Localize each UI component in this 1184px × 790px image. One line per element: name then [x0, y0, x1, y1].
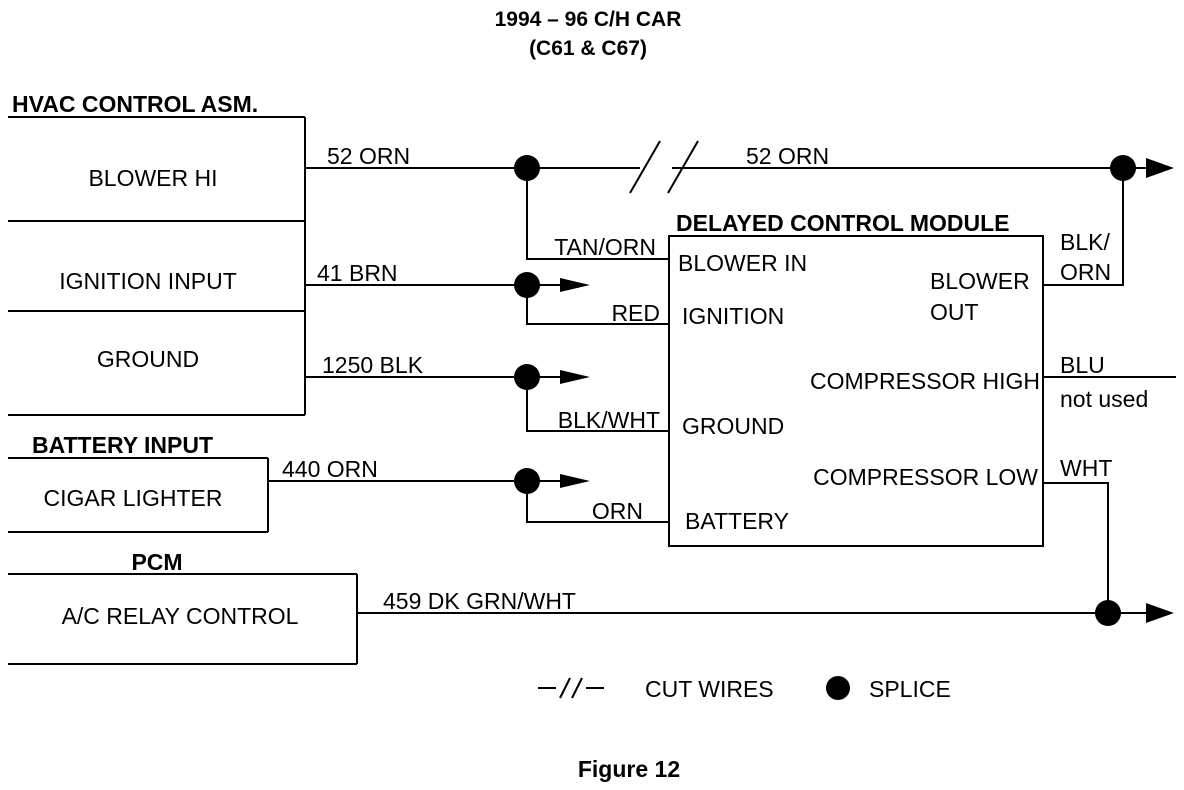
splice-dot — [1095, 600, 1121, 626]
wire-440-label: 440 ORN — [282, 456, 378, 482]
ignition-input-label: IGNITION INPUT — [59, 268, 237, 294]
module-ignition-label: IGNITION — [682, 303, 784, 329]
hvac-control-block — [8, 116, 306, 416]
splice-dot — [514, 364, 540, 390]
pcm-block — [8, 573, 358, 665]
ac-relay-label: A/C RELAY CONTROL — [62, 603, 299, 629]
wire-459-label: 459 DK GRN/WHT — [383, 588, 576, 614]
pcm-heading: PCM — [131, 549, 182, 575]
wire-blk-wht-label: BLK/WHT — [558, 407, 660, 433]
arrow-battery — [560, 474, 590, 488]
wire-41-label: 41 BRN — [317, 260, 398, 286]
diagram-title-line1: 1994 – 96 C/H CAR — [495, 8, 682, 31]
hvac-heading: HVAC CONTROL ASM. — [12, 91, 258, 117]
wire-blk-orn-label-1: BLK/ — [1060, 229, 1110, 255]
wire-lines — [268, 140, 1176, 614]
wire-52-right-label: 52 ORN — [746, 143, 829, 169]
wire-52-left-label: 52 ORN — [327, 143, 410, 169]
module-blower-out-label-1: BLOWER — [930, 268, 1030, 294]
cigar-lighter-label: CIGAR LIGHTER — [44, 485, 223, 511]
arrow-blower — [1146, 158, 1174, 178]
splice-dot — [1110, 155, 1136, 181]
splice-dot — [514, 468, 540, 494]
blower-hi-label: BLOWER HI — [88, 165, 217, 191]
wire-red-label: RED — [611, 300, 660, 326]
module-blower-out-label-2: OUT — [930, 299, 979, 325]
splices — [514, 155, 1136, 626]
battery-input-block — [8, 457, 269, 533]
wire-blk-orn-label-2: ORN — [1060, 259, 1111, 285]
wire-blu-label: BLU — [1060, 352, 1105, 378]
splice-dot — [514, 155, 540, 181]
cut-wires-icon — [538, 677, 604, 699]
delayed-control-module-box — [668, 235, 1044, 547]
legend-cut-wires-label: CUT WIRES — [645, 676, 774, 702]
arrow-ac-relay — [1146, 603, 1174, 623]
wire-not-used-label: not used — [1060, 386, 1148, 412]
wire-orn-label: ORN — [592, 498, 643, 524]
diagram-title-line2: (C61 & C67) — [529, 37, 647, 60]
arrow-ground — [560, 370, 590, 384]
wire-wht-label: WHT — [1060, 455, 1112, 481]
module-ground-label: GROUND — [682, 413, 784, 439]
battery-heading: BATTERY INPUT — [32, 432, 213, 458]
splice-legend-icon — [826, 676, 850, 700]
legend-splice-label: SPLICE — [869, 676, 951, 702]
wire-1250-label: 1250 BLK — [322, 352, 424, 378]
splice-dot — [514, 272, 540, 298]
legend: CUT WIRES SPLICE — [538, 676, 951, 702]
figure-caption: Figure 12 — [578, 756, 680, 782]
wire-tan-orn-label: TAN/ORN — [554, 234, 656, 260]
module-blower-in-label: BLOWER IN — [678, 250, 807, 276]
module-heading: DELAYED CONTROL MODULE — [676, 210, 1010, 236]
module-comp-high-label: COMPRESSOR HIGH — [810, 368, 1040, 394]
module-battery-label: BATTERY — [685, 508, 789, 534]
arrowheads — [560, 158, 1174, 623]
arrow-ignition — [560, 278, 590, 292]
module-comp-low-label: COMPRESSOR LOW — [813, 464, 1038, 490]
ground-label: GROUND — [97, 346, 199, 372]
